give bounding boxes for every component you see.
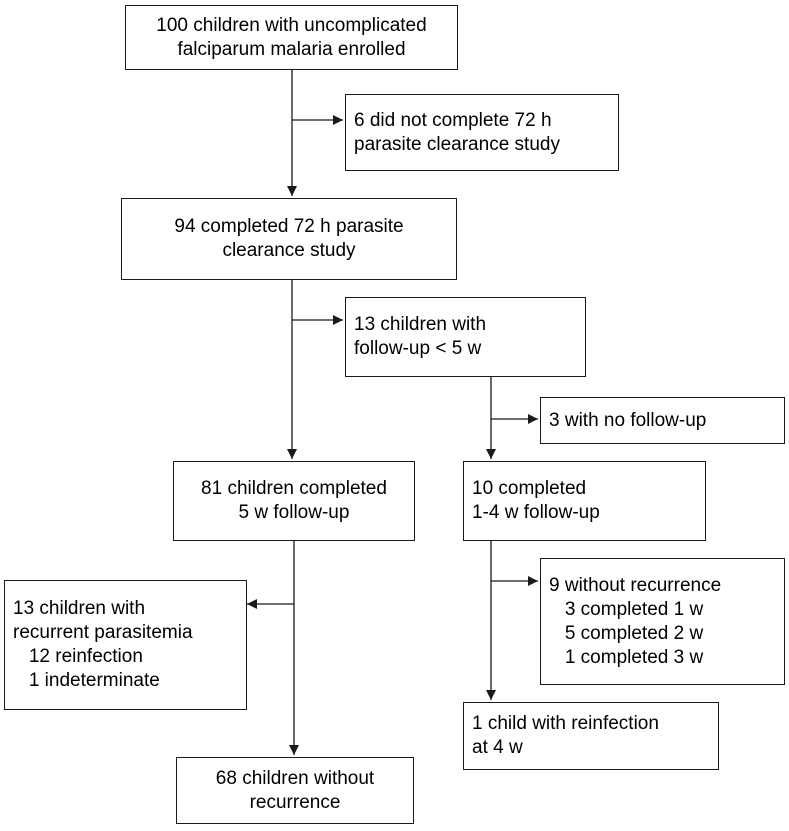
- box-recurrent-line-2: recurrent parasitemia: [13, 622, 193, 643]
- box-recurrent-line-1: 13 children with: [13, 598, 146, 619]
- box-reinfection-4w-line-1: 1 child with reinfection: [472, 713, 659, 734]
- box-enrolled-line-2: falciparum malaria enrolled: [177, 38, 406, 60]
- box-completed-1-4w-line-2: 1-4 w follow-up: [472, 502, 600, 523]
- box-no-followup: 3 with no follow-up: [540, 397, 785, 444]
- box-reinfection-4w: 1 child with reinfection at 4 w: [463, 702, 719, 770]
- box-not-completed-72h-line-1: 6 did not complete 72 h: [354, 109, 552, 131]
- box-without-recurrence-5w: 68 children without recurrence: [176, 757, 414, 824]
- box-without-recurrence-short: 9 without recurrence 3 completed 1 w 5 c…: [540, 558, 785, 685]
- box-completed-5w-line-2: 5 w follow-up: [238, 502, 350, 523]
- box-enrolled: 100 children with uncomplicated falcipar…: [125, 5, 458, 70]
- box-recurrent: 13 children with recurrent parasitemia 1…: [4, 580, 247, 710]
- box-without-recurrence-5w-line-2: recurrence: [249, 791, 341, 813]
- box-not-completed-72h-line-2: parasite clearance study: [354, 133, 560, 155]
- box-completed-72h-line-1: 94 completed 72 h parasite: [174, 216, 404, 237]
- box-recurrent-line-4: 1 indeterminate: [13, 670, 160, 691]
- box-completed-72h: 94 completed 72 h parasite clearance stu…: [121, 198, 457, 280]
- box-not-completed-72h: 6 did not complete 72 h parasite clearan…: [345, 94, 619, 171]
- box-without-recurrence-short-line-2: 3 completed 1 w: [549, 598, 704, 620]
- box-followup-lt5w-line-2: follow-up < 5 w: [354, 338, 482, 359]
- box-without-recurrence-short-line-3: 5 completed 2 w: [549, 622, 704, 644]
- box-enrolled-line-1: 100 children with uncomplicated: [156, 14, 427, 36]
- box-completed-1-4w-line-1: 10 completed: [472, 478, 587, 499]
- box-completed-1-4w: 10 completed 1-4 w follow-up: [463, 461, 706, 541]
- box-completed-5w: 81 children completed 5 w follow-up: [173, 461, 415, 541]
- box-reinfection-4w-line-2: at 4 w: [472, 737, 523, 758]
- box-followup-lt5w-line-1: 13 children with: [354, 314, 487, 335]
- box-without-recurrence-short-line-4: 1 completed 3 w: [549, 646, 704, 668]
- box-completed-5w-line-1: 81 children completed: [201, 478, 387, 499]
- box-recurrent-line-3: 12 reinfection: [13, 646, 143, 667]
- box-without-recurrence-short-line-1: 9 without recurrence: [549, 574, 722, 596]
- box-without-recurrence-5w-line-1: 68 children without: [215, 767, 375, 789]
- box-followup-lt5w: 13 children with follow-up < 5 w: [345, 297, 586, 377]
- box-no-followup-line-1: 3 with no follow-up: [549, 409, 707, 431]
- box-completed-72h-line-2: clearance study: [222, 240, 356, 261]
